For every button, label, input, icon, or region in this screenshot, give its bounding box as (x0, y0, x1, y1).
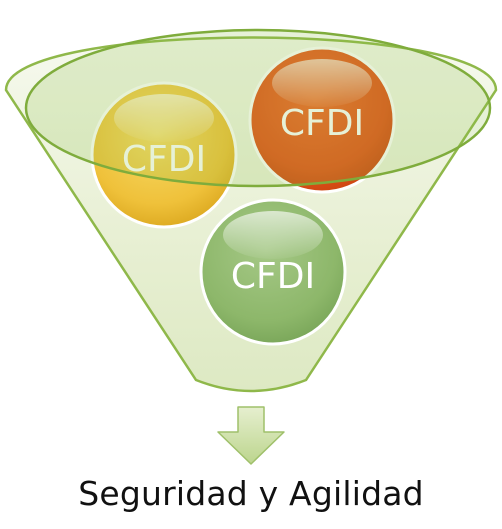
caption: Seguridad y Agilidad (78, 474, 424, 513)
circle-yellow: CFDI (90, 81, 238, 229)
circle-label-orange: CFDI (280, 103, 364, 144)
down-arrow-icon (217, 406, 285, 465)
circle-green: CFDI (199, 198, 347, 346)
funnel-rim (24, 28, 492, 188)
circle-label-green: CFDI (231, 256, 315, 297)
circle-orange: CFDI (248, 46, 396, 194)
